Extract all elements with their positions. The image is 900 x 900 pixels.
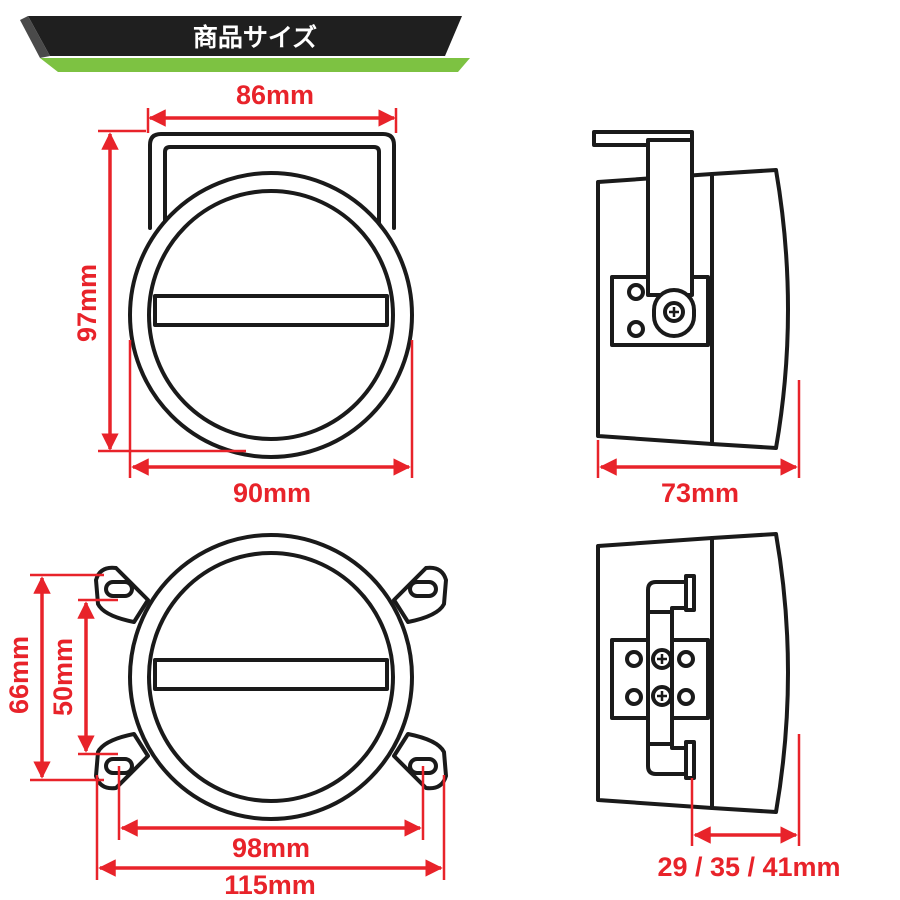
dimension-top-width: 86mm (146, 78, 398, 133)
label-bottom-width: 90mm (233, 478, 311, 508)
bracket-inner (163, 145, 381, 230)
lamp-center-bar (153, 294, 389, 327)
header-banner: 商品サイズ (20, 16, 470, 72)
lamp-inner-ring (147, 189, 395, 441)
label-top-width: 86mm (236, 80, 314, 110)
header-band (28, 16, 462, 56)
lamp-center-bar-2 (153, 658, 389, 691)
header-title: 商品サイズ (193, 23, 317, 52)
label-mount-outer-width: 115mm (224, 870, 316, 900)
mount-tab-bottom-right (392, 732, 448, 791)
bracket-outer (148, 132, 396, 230)
label-bracket-depth: 29 / 35 / 41mm (657, 852, 840, 882)
label-height: 97mm (72, 264, 102, 342)
dimension-mount-outer-width: 115mm (95, 775, 446, 900)
dimension-mount-outer-height: 66mm (2, 573, 104, 782)
dimension-bracket-depth: 29 / 35 / 41mm (655, 734, 843, 885)
lamp-inner-ring-2 (147, 551, 395, 803)
dimension-side-depth: 73mm (596, 380, 801, 511)
label-mount-outer-height: 66mm (4, 636, 34, 714)
dimension-mount-inner-height: 50mm (46, 598, 118, 756)
bracket-arm-vertical (646, 138, 694, 297)
label-mount-inner-width: 98mm (232, 833, 310, 863)
label-side-depth: 73mm (661, 478, 739, 508)
dimension-bottom-width: 90mm (128, 340, 414, 511)
mount-hole-top-right (408, 580, 438, 598)
side-view-with-bracket (592, 130, 790, 450)
side-view-with-mount-bracket (596, 532, 790, 814)
header-accent-stripe (40, 58, 470, 72)
front-view-with-bracket (128, 132, 414, 459)
mount-hole-top-left (104, 580, 134, 598)
front-view-with-mount-tabs (94, 533, 448, 821)
dimension-height: 97mm (70, 129, 246, 453)
mount-tab-bottom-left (94, 732, 150, 791)
label-mount-inner-height: 50mm (48, 638, 78, 716)
